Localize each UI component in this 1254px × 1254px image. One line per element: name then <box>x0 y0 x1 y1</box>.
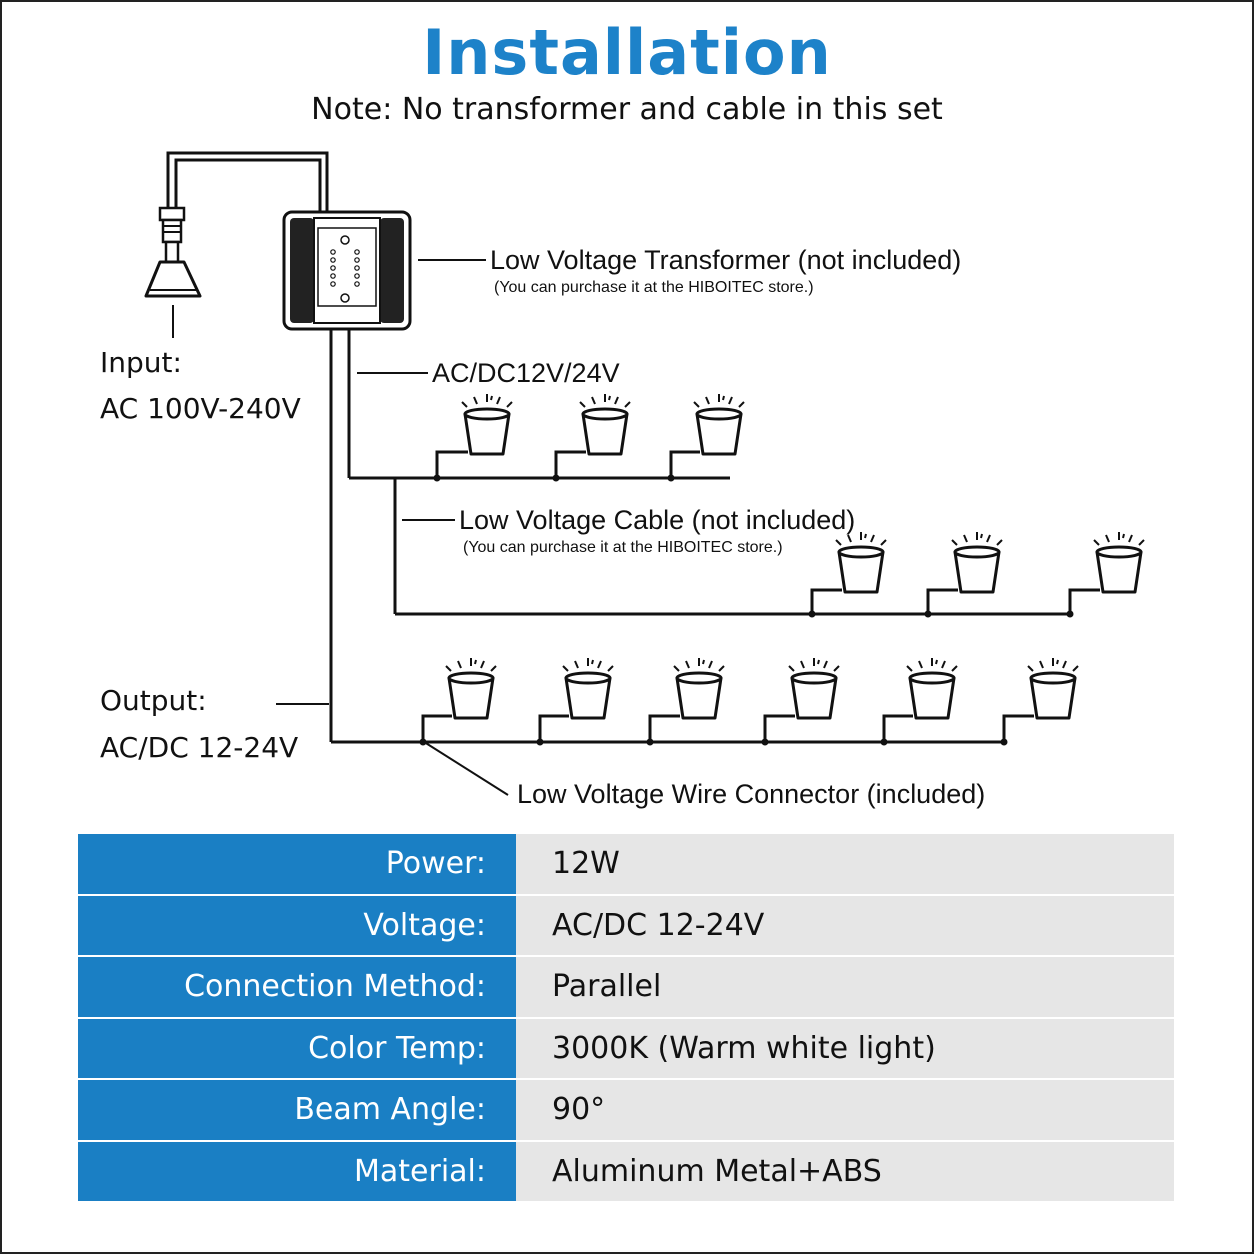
transformer-label: Low Voltage Transformer (not included) <box>490 245 961 275</box>
cable-label: Low Voltage Cable (not included) <box>459 505 855 535</box>
spec-key: Voltage: <box>78 895 516 957</box>
spec-value: Parallel <box>516 957 1174 1019</box>
spec-row-connection: Connection Method: Parallel <box>78 957 1174 1019</box>
transformer-sublabel: (You can purchase it at the HIBOITEC sto… <box>494 279 814 296</box>
spotlight-icon <box>460 392 514 456</box>
input-voltage: AC 100V-240V <box>100 392 301 425</box>
spec-table: Power: 12W Voltage: AC/DC 12-24V Connect… <box>78 834 1174 1203</box>
power-plug-icon <box>144 151 329 338</box>
output-voltage: AC/DC 12-24V <box>100 731 298 764</box>
spec-row-beam-angle: Beam Angle: 90° <box>78 1080 1174 1142</box>
page-title: Installation <box>422 16 832 89</box>
spotlight-icon <box>787 656 841 720</box>
spec-row-material: Material: Aluminum Metal+ABS <box>78 1141 1174 1203</box>
cable-sublabel: (You can purchase it at the HIBOITEC sto… <box>463 539 783 556</box>
connector-label: Low Voltage Wire Connector (included) <box>517 779 985 809</box>
spotlight-icon <box>905 656 959 720</box>
spec-key: Material: <box>78 1141 516 1203</box>
page-note: Note: No transformer and cable in this s… <box>311 92 943 127</box>
spec-row-voltage: Voltage: AC/DC 12-24V <box>78 895 1174 957</box>
spec-value: 12W <box>516 834 1174 896</box>
input-label: Input: <box>100 346 182 379</box>
spec-key: Connection Method: <box>78 957 516 1019</box>
transformer-icon <box>282 210 412 331</box>
spec-key: Beam Angle: <box>78 1080 516 1142</box>
spotlight-icon <box>950 530 1004 594</box>
spotlight-icon <box>1026 656 1080 720</box>
spec-row-color-temp: Color Temp: 3000K (Warm white light) <box>78 1018 1174 1080</box>
spotlight-icon <box>672 656 726 720</box>
spotlight-icon <box>1092 530 1146 594</box>
spotlight-icon <box>444 656 498 720</box>
wiring-lines <box>276 259 1100 796</box>
acdc-label: AC/DC12V/24V <box>432 358 620 388</box>
wire-connector-dots <box>419 474 1074 746</box>
spotlight-icon <box>561 656 615 720</box>
spec-value: Aluminum Metal+ABS <box>516 1141 1174 1203</box>
spec-key: Power: <box>78 834 516 896</box>
spec-value: AC/DC 12-24V <box>516 895 1174 957</box>
spotlight-icon <box>578 392 632 456</box>
spotlight-icon <box>834 530 888 594</box>
spec-row-power: Power: 12W <box>78 834 1174 896</box>
spec-value: 90° <box>516 1080 1174 1142</box>
spec-value: 3000K (Warm white light) <box>516 1018 1174 1080</box>
wiring-diagram: Low Voltage Transformer (not included) (… <box>100 151 1146 809</box>
spotlight-icon <box>692 392 746 456</box>
spec-key: Color Temp: <box>78 1018 516 1080</box>
output-label: Output: <box>100 684 207 717</box>
